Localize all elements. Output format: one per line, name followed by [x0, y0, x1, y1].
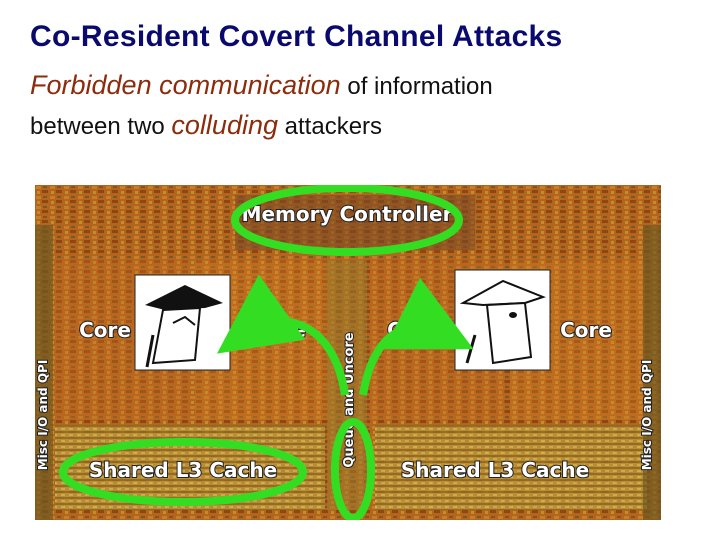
spy-white-hat-icon: [454, 269, 551, 371]
subtitle-line-2: between two colluding attackers: [30, 110, 382, 141]
subtitle-pre-2: between two: [30, 113, 172, 140]
core-label-1: Core: [79, 318, 131, 342]
shared-cache-right-label: Shared L3 Cache: [401, 458, 589, 482]
subtitle-rest-2: attackers: [278, 113, 383, 140]
subtitle-emphasis-2: colluding: [171, 110, 278, 140]
subtitle-line-1: Forbidden communication of information: [30, 70, 493, 101]
misc-io-right-label: Misc I/O and QPI: [640, 360, 654, 471]
slide-title: Co-Resident Covert Channel Attacks: [30, 20, 563, 53]
memory-controller-label: Memory Controller: [242, 202, 453, 226]
memory-controller-highlight: [231, 185, 463, 256]
queue-highlight: [331, 418, 375, 520]
queue-uncore-label: Queue and Uncore: [342, 332, 357, 467]
processor-die-image: Memory Controller Core Core Core Core Sh…: [35, 185, 661, 520]
misc-io-left-label: Misc I/O and QPI: [36, 360, 50, 471]
subtitle-emphasis-1: Forbidden communication: [30, 70, 341, 100]
shared-cache-left-label: Shared L3 Cache: [89, 458, 277, 482]
core-label-4: Core: [560, 318, 612, 342]
spy-black-hat-icon: [134, 274, 231, 371]
subtitle-rest-1: of information: [340, 73, 493, 100]
shared-cache-highlight: [59, 438, 307, 506]
arrow-icon-left: [216, 274, 349, 396]
arrow-icon-right: [359, 277, 474, 396]
